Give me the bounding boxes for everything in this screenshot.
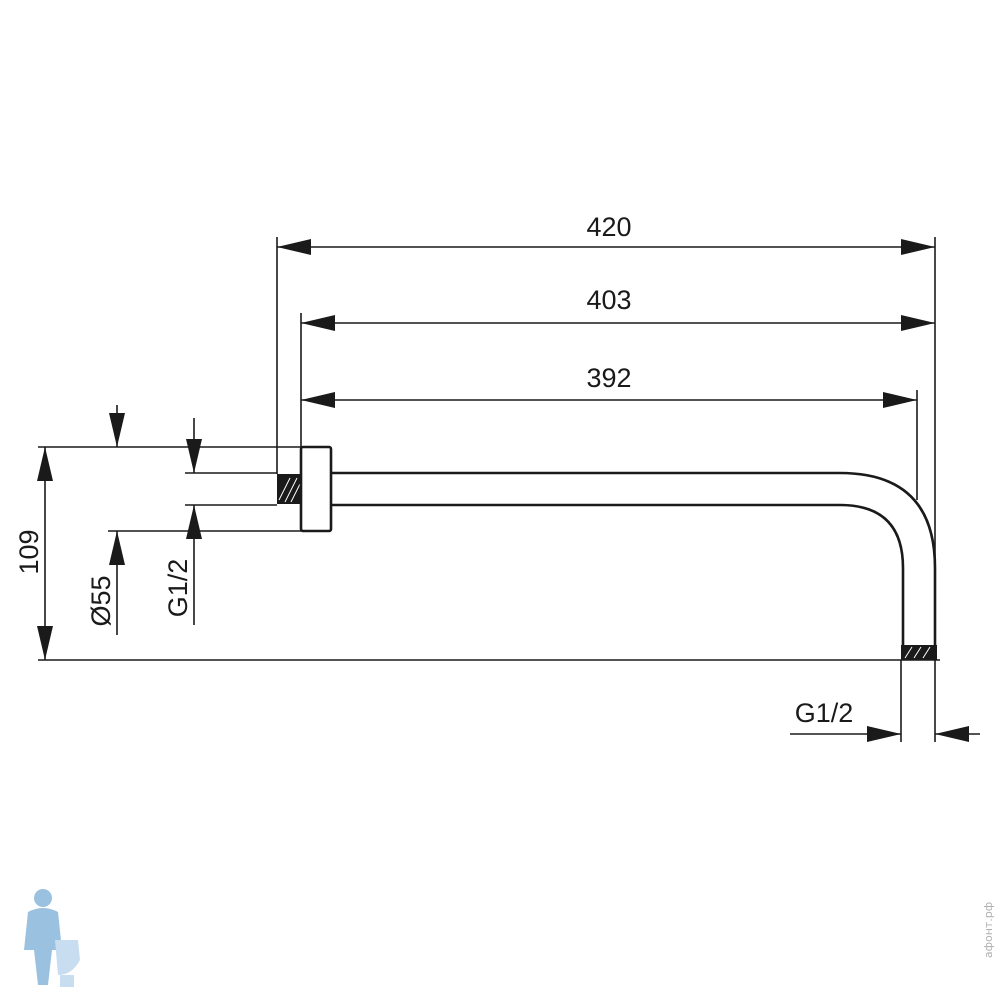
- extension-lines: [38, 237, 940, 742]
- wall-flange: [299, 445, 333, 533]
- shower-arm-part: [277, 445, 937, 660]
- outlet-thread-block: [901, 645, 937, 660]
- dimension-flange-diameter: Ø55: [86, 405, 125, 635]
- dimension-392-label: 392: [586, 363, 631, 393]
- dimension-outlet-thread-label: G1/2: [795, 698, 854, 728]
- dimension-392: 392: [301, 363, 917, 408]
- dimension-109-label: 109: [14, 529, 44, 574]
- dimension-109: 109: [14, 447, 53, 660]
- dimension-outlet-thread: G1/2: [790, 698, 980, 742]
- plumber-logo: [24, 889, 80, 987]
- watermark-site: афонт.рф: [982, 902, 995, 958]
- dimension-420: 420: [277, 212, 935, 255]
- dimension-wall-thread-label: G1/2: [163, 559, 193, 618]
- dimension-420-label: 420: [586, 212, 631, 242]
- arm-tube: [331, 471, 937, 645]
- dimension-403: 403: [301, 285, 935, 331]
- dimension-flange-diameter-label: Ø55: [86, 575, 116, 626]
- dimension-403-label: 403: [586, 285, 631, 315]
- arm-tube-inner: [331, 503, 905, 645]
- dimension-wall-thread: G1/2: [163, 418, 202, 625]
